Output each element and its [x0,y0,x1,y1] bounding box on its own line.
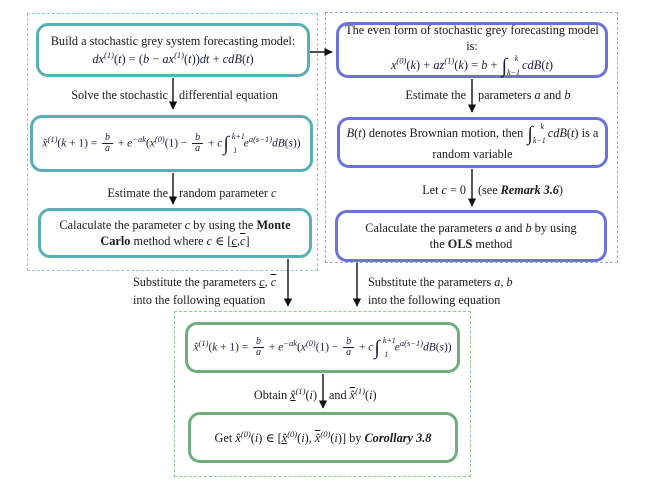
label-let-c-zero-right: (see Remark 3.6) [478,183,563,197]
box-corollary: Get x̂(0)(i) ∈ [x̂(0)(i), x̂(0)(i)] by C… [188,412,458,463]
label-estimate-c-left: Estimate the [107,186,168,200]
corollary-text: Get x̂(0)(i) ∈ [x̂(0)(i), x̂(0)(i)] by C… [214,428,432,445]
label-substitute-ab: Substitute the parameters a, b into the … [368,273,513,309]
label-substitute-c: Substitute the parameters c, c into the … [133,273,276,309]
box-even-form-title: The even form of stochastic grey forecas… [345,22,599,53]
label-obtain-bounds: Obtain x̂(1)(i) and x̂(1)(i) [0,386,670,402]
box-build-model: Build a stochastic grey system forecasti… [36,23,310,77]
label-estimate-ab-left: Estimate the [405,88,466,102]
box-even-form: The even form of stochastic grey forecas… [336,22,608,78]
label-estimate-c-right: random parameter c [179,186,277,200]
label-substitute-c-line2: into the following equation [133,293,266,307]
label-estimate-ab: Estimate the parameters a and b [0,88,670,104]
label-obtain-bounds-left: Obtain x̂(1)(i) [253,386,317,403]
monte-carlo-text: Calaculate the parameter c by using the … [59,217,291,248]
box-build-model-title: Build a stochastic grey system forecasti… [50,34,296,49]
label-substitute-ab-line2: into the following equation [368,293,501,307]
box-monte-carlo: Calaculate the parameter c by using the … [38,208,312,258]
bottom-group-container [174,311,471,477]
right-group-container [325,12,618,263]
label-obtain-bounds-right: and x̂(1)(i) [329,386,377,403]
box-build-model-equation: dx(1)(t) = (b − ax(1)(t))dt + cdB(t) [92,49,254,66]
label-substitute-ab-line1: Substitute the parameters a, b [368,275,513,289]
label-let-c-zero-left: Let c = 0 [422,183,466,197]
left-group-container [27,13,318,271]
box-ols: Calaculate the parameters a and b by usi… [335,210,607,262]
label-estimate-ab-right: parameters a and b [478,88,571,102]
label-solve-sde-left: Solve the stochastic [71,88,168,102]
label-solve-sde-right: differential equation [179,88,278,102]
ols-text: Calaculate the parameters a and b by usi… [365,220,577,251]
label-solve-sde: Solve the stochastic differential equati… [0,88,670,104]
label-let-c-zero: Let c = 0 (see Remark 3.6) [0,183,670,199]
label-substitute-c-line1: Substitute the parameters c, c [133,275,277,289]
label-estimate-c: Estimate the random parameter c [0,186,670,202]
